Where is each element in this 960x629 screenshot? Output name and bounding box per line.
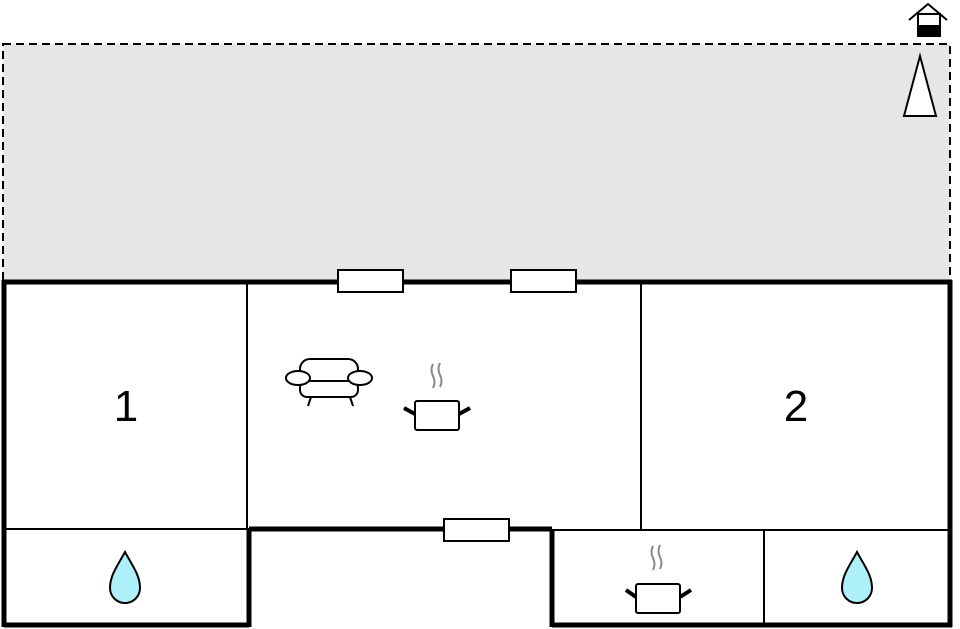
window bbox=[443, 518, 510, 542]
room-label-bedroom-1: 1 bbox=[113, 382, 139, 431]
room-label-bedroom-2: 2 bbox=[783, 382, 809, 431]
outdoor-terrace bbox=[2, 43, 951, 282]
cooking-pot-icon bbox=[624, 544, 693, 614]
water-drop-icon bbox=[108, 549, 142, 604]
cooking-pot-icon bbox=[403, 362, 471, 431]
window bbox=[337, 269, 404, 293]
north-arrow-icon bbox=[902, 52, 938, 117]
house-icon bbox=[908, 2, 948, 37]
sofa-icon bbox=[285, 358, 373, 407]
water-drop-icon bbox=[840, 549, 874, 604]
window bbox=[510, 269, 577, 293]
